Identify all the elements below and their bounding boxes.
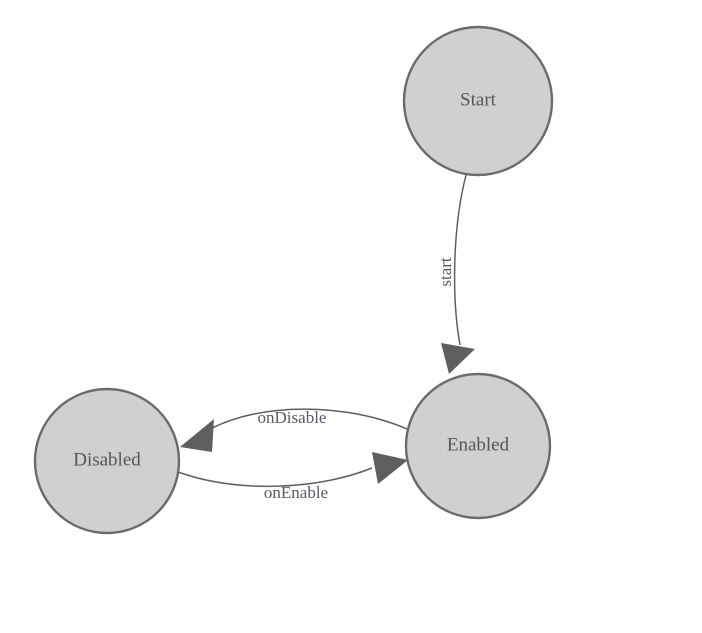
edge-label-on-disable: onDisable — [258, 408, 327, 427]
state-node-disabled-circle — [33, 387, 181, 535]
edge-enabled-to-disabled[interactable]: onDisable — [180, 408, 408, 452]
state-node-enabled-circle — [404, 372, 552, 520]
state-node-start-circle — [402, 25, 554, 177]
state-node-enabled-label: Enabled — [447, 434, 510, 455]
edge-disabled-to-enabled-path — [177, 467, 373, 488]
state-node-start-label: Start — [460, 89, 497, 110]
edge-label-start: start — [436, 257, 455, 287]
edge-label-on-enable: onEnable — [264, 483, 328, 502]
edge-enabled-to-disabled-arrowhead — [180, 419, 214, 452]
state-node-start[interactable]: Start — [402, 25, 554, 177]
state-node-disabled-label: Disabled — [73, 449, 141, 470]
edge-disabled-to-enabled[interactable]: onEnable — [177, 452, 408, 502]
state-node-disabled[interactable]: Disabled — [33, 387, 181, 535]
edge-start-to-enabled-arrowhead — [441, 343, 475, 374]
edge-start-to-enabled[interactable]: start — [436, 174, 475, 374]
state-node-enabled[interactable]: Enabled — [404, 372, 552, 520]
edge-enabled-to-disabled-path — [204, 408, 408, 433]
edge-disabled-to-enabled-arrowhead — [372, 452, 408, 484]
edge-start-to-enabled-path — [453, 174, 467, 346]
